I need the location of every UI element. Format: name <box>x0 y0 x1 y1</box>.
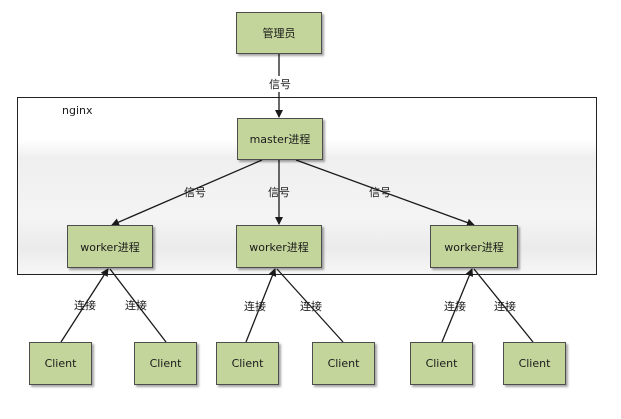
edge-client4-worker2 <box>276 268 344 343</box>
connect-label-2: 连接 <box>125 299 147 312</box>
edge-client2-worker1 <box>109 268 167 343</box>
connect-label-6: 连接 <box>494 300 516 313</box>
client-node-5: Client <box>410 342 473 385</box>
client-node-3: Client <box>216 342 279 385</box>
worker-process-node-3: worker进程 <box>430 225 518 268</box>
signal-label-worker-1: 信号 <box>184 186 206 199</box>
connect-label-3: 连接 <box>244 300 266 313</box>
admin-node: 管理员 <box>236 12 322 54</box>
worker-process-node-2: worker进程 <box>236 225 322 268</box>
client-node-6: Client <box>503 342 566 385</box>
worker-process-node-1: worker进程 <box>67 225 153 268</box>
connect-label-1: 连接 <box>74 299 96 312</box>
edge-client5-worker3 <box>441 268 474 343</box>
edge-client1-worker1 <box>60 268 109 343</box>
edge-client6-worker3 <box>473 268 534 343</box>
nginx-container-label: nginx <box>62 104 93 117</box>
client-node-2: Client <box>134 342 197 385</box>
connect-label-5: 连接 <box>444 300 466 313</box>
edge-master-worker-1 <box>111 159 263 226</box>
client-node-4: Client <box>312 342 375 385</box>
client-node-1: Client <box>29 342 92 385</box>
edge-master-worker-3 <box>295 159 475 227</box>
signal-label-worker-3: 信号 <box>369 186 391 199</box>
connect-label-4: 连接 <box>300 300 322 313</box>
edge-client3-worker2 <box>245 268 277 343</box>
signal-label-admin: 信号 <box>268 76 292 92</box>
master-process-node: master进程 <box>237 118 323 160</box>
signal-label-worker-2: 信号 <box>268 186 290 199</box>
